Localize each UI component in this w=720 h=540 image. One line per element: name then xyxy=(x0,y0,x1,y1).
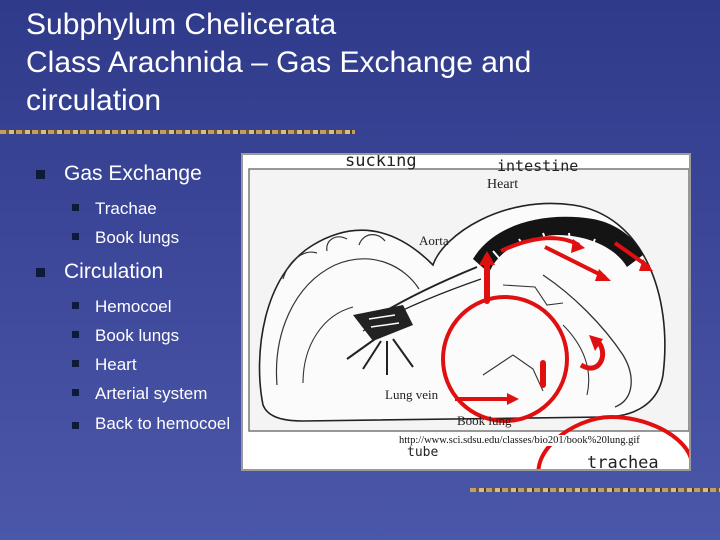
bullet-trachae-label: Trachae xyxy=(95,199,157,218)
bullet-circulation: Circulation xyxy=(34,258,244,286)
label-trachea: trachea xyxy=(587,453,659,471)
bullet-book-lungs: Book lungs xyxy=(34,223,244,252)
bullet-circ-book-lungs-label: Book lungs xyxy=(95,326,180,345)
bullet-arterial-system-label: Arterial system xyxy=(95,384,208,403)
bullet-gas-exchange-label: Gas Exchange xyxy=(64,162,202,185)
bullet-arterial-system: Arterial system xyxy=(34,379,244,408)
label-book-lung: Book lung xyxy=(457,413,512,428)
title-divider xyxy=(0,130,355,134)
label-heart: Heart xyxy=(487,177,519,192)
book-lung-diagram: sucking intestine Heart Aorta Lung vein … xyxy=(241,153,691,471)
bullet-gas-exchange: Gas Exchange xyxy=(34,160,244,188)
source-url: http://www.sci.sdsu.edu/classes/bio201/b… xyxy=(397,435,642,446)
label-lung-vein: Lung vein xyxy=(385,387,439,402)
bullet-hemocoel-label: Hemocoel xyxy=(95,297,172,316)
bullet-square-icon xyxy=(36,170,45,179)
label-intestine: intestine xyxy=(497,157,579,175)
bottom-divider xyxy=(470,488,720,492)
bullet-square-icon xyxy=(72,331,79,338)
label-sucking: sucking xyxy=(345,153,417,171)
bullet-square-icon xyxy=(72,422,79,429)
bullet-heart-label: Heart xyxy=(95,355,137,374)
bullet-book-lungs-label: Book lungs xyxy=(95,228,180,247)
bullet-square-icon xyxy=(72,204,79,211)
gas-exchange-subitems: Trachae Book lungs xyxy=(34,194,244,252)
label-tube: tube xyxy=(407,445,439,460)
label-aorta: Aorta xyxy=(419,233,449,248)
bullet-list: Gas Exchange Trachae Book lungs Circulat… xyxy=(34,160,244,442)
bullet-square-icon xyxy=(72,360,79,367)
title-line-3: circulation xyxy=(26,84,162,117)
bullet-circulation-label: Circulation xyxy=(64,260,164,283)
bullet-heart: Heart xyxy=(34,350,244,379)
bullet-hemocoel: Hemocoel xyxy=(34,292,244,321)
bullet-back-to-hemocoel: Back to hemocoel xyxy=(34,412,244,436)
circulation-subitems: Hemocoel Book lungs Heart Arterial syste… xyxy=(34,292,244,436)
bullet-square-icon xyxy=(72,389,79,396)
bullet-square-icon xyxy=(72,302,79,309)
title-line-1: Subphylum Chelicerata xyxy=(26,8,337,41)
slide-title: Subphylum Chelicerata Class Arachnida – … xyxy=(26,6,666,120)
bullet-square-icon xyxy=(72,233,79,240)
title-line-2: Class Arachnida – Gas Exchange and xyxy=(26,46,532,79)
book-lung-illustration xyxy=(248,168,689,469)
bullet-trachae: Trachae xyxy=(34,194,244,223)
bullet-square-icon xyxy=(36,268,45,277)
bullet-back-to-hemocoel-label: Back to hemocoel xyxy=(95,414,231,433)
bullet-circ-book-lungs: Book lungs xyxy=(34,321,244,350)
